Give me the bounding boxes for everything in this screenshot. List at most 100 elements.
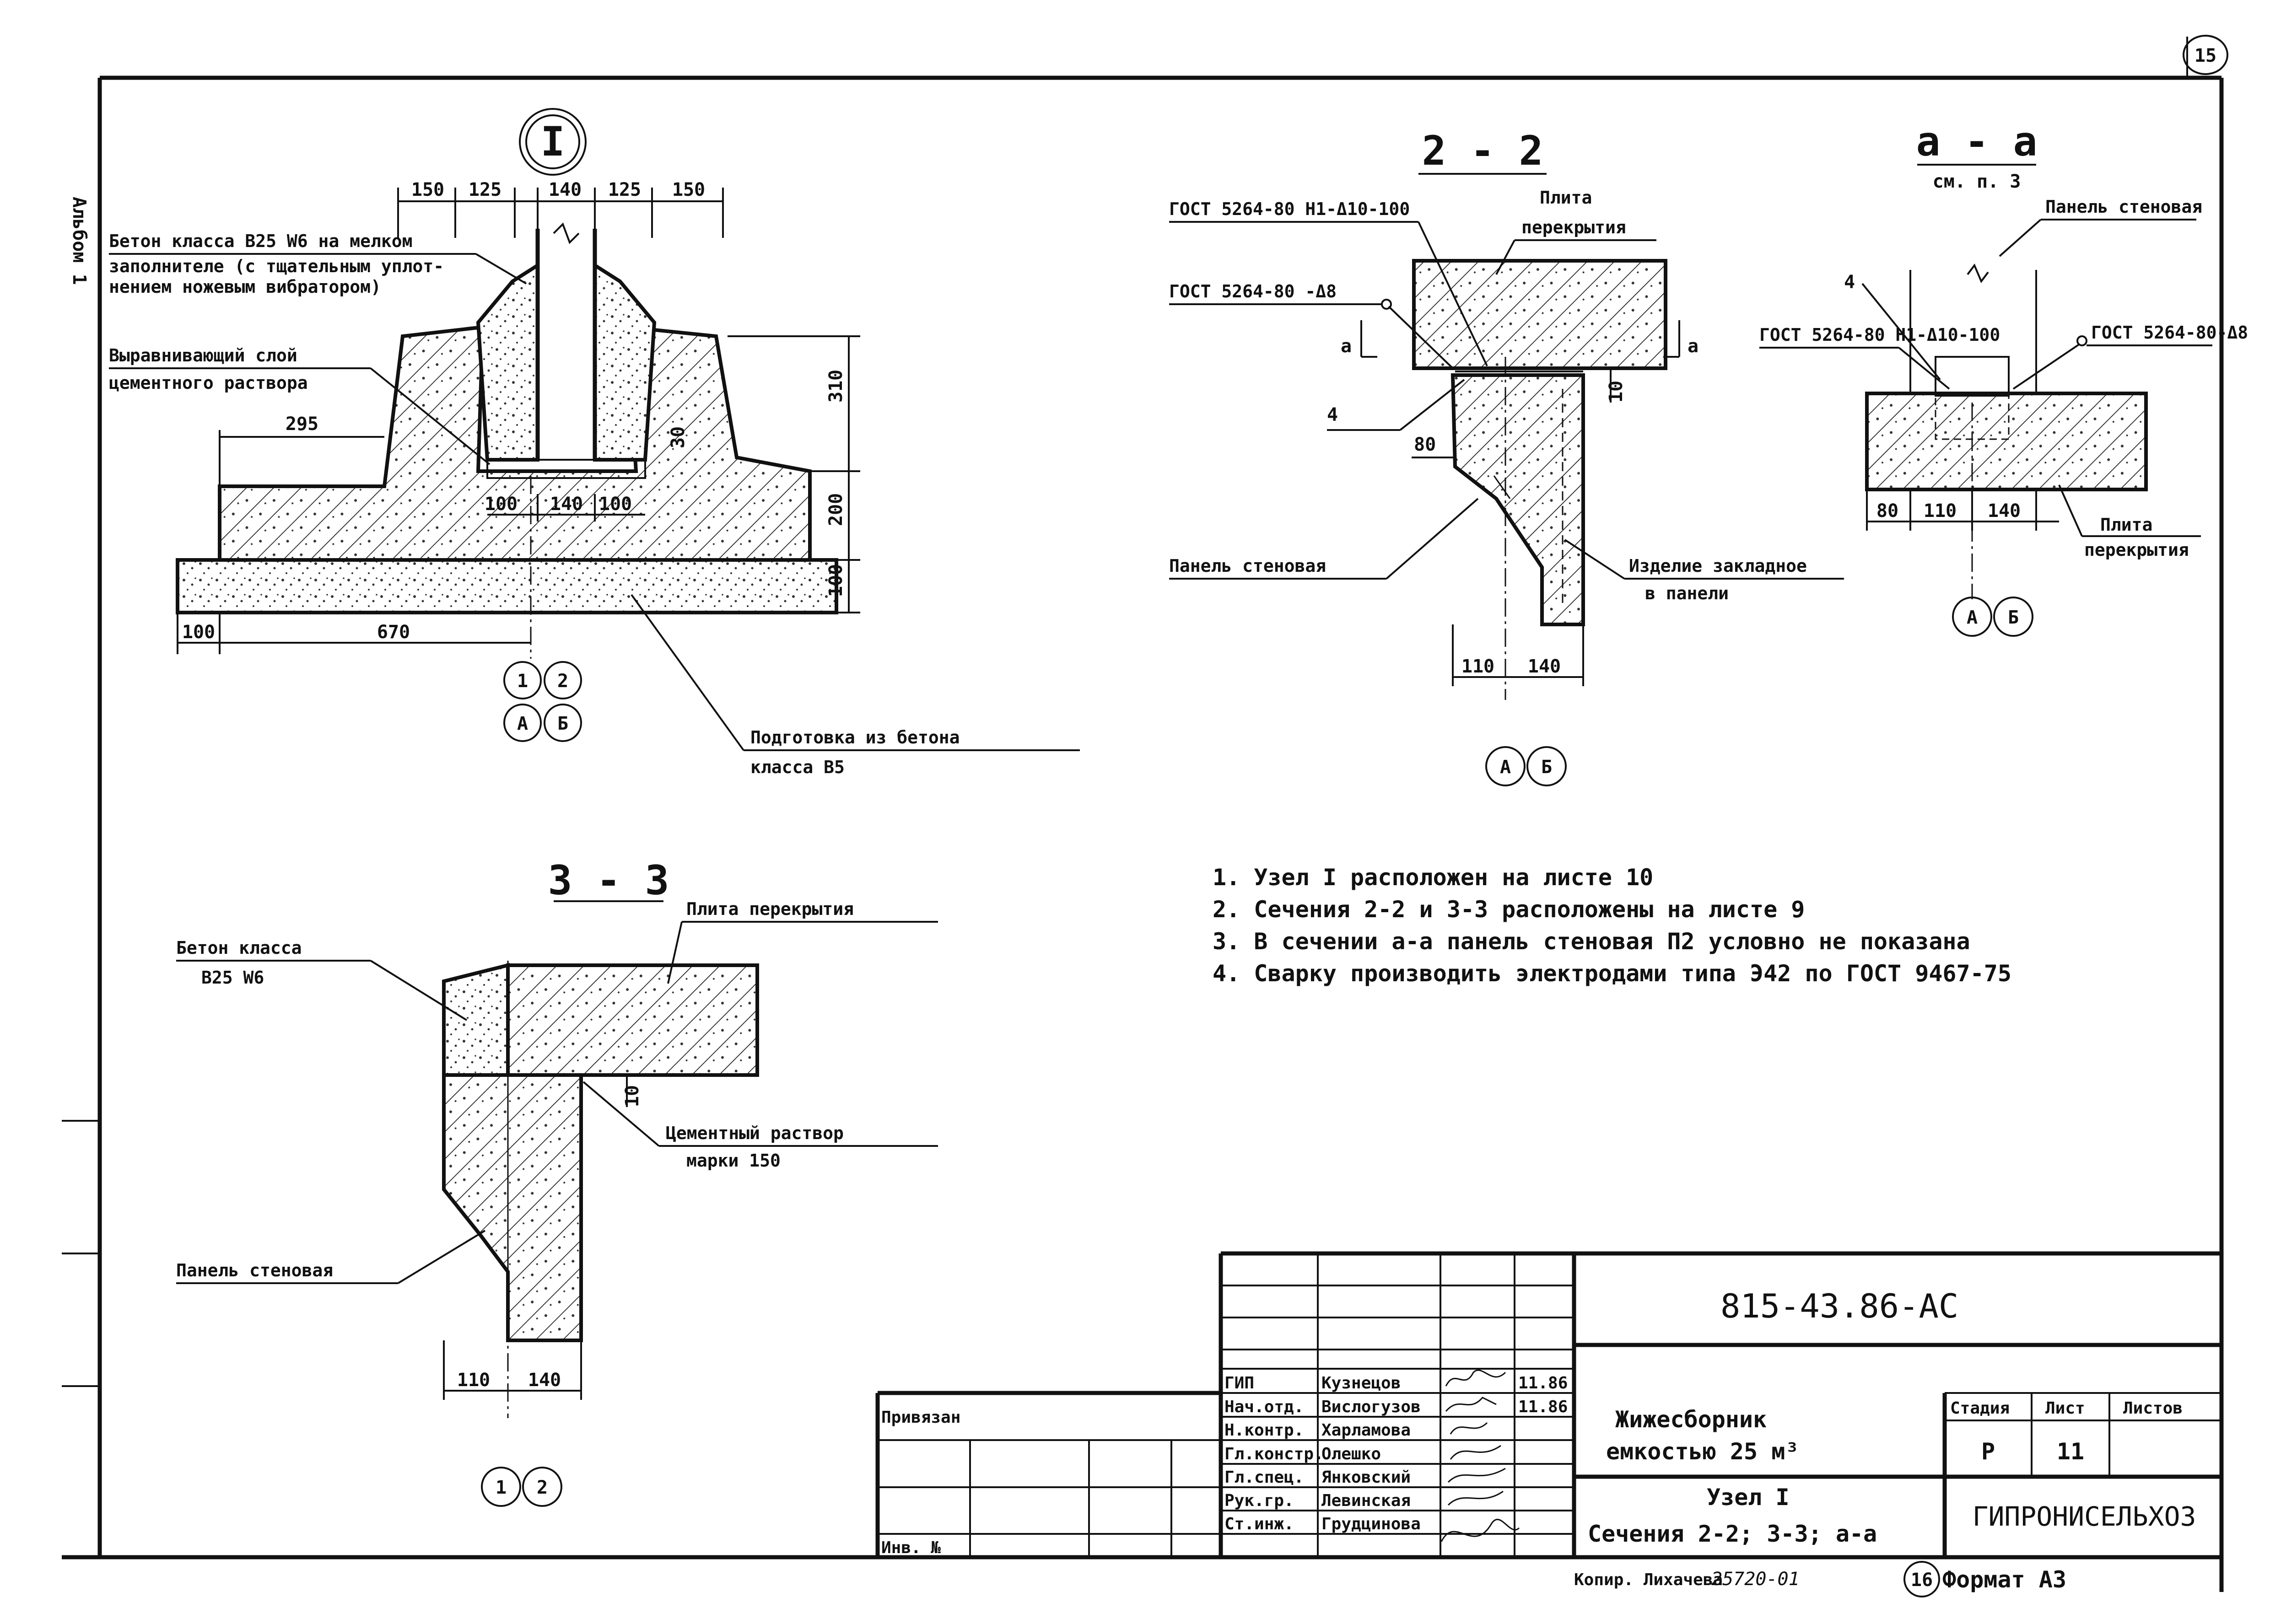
svg-text:11.86: 11.86 <box>1518 1398 1568 1416</box>
svg-text:Лист: Лист <box>2045 1399 2085 1418</box>
svg-text:перекрытия: перекрытия <box>1521 217 1626 237</box>
svg-text:110: 110 <box>457 1370 490 1391</box>
svg-text:заполнителе (с тщательным упло: заполнителе (с тщательным уплот- <box>109 256 444 276</box>
organization: ГИПРОНИСЕЛЬХОЗ <box>1973 1501 2196 1532</box>
svg-text:150: 150 <box>672 179 705 200</box>
svg-text:295: 295 <box>286 414 318 435</box>
format-label: Формат А3 <box>1942 1566 2066 1593</box>
svg-text:11.86: 11.86 <box>1518 1374 1568 1393</box>
svg-text:Харламова: Харламова <box>1321 1421 1411 1440</box>
svg-text:310: 310 <box>825 370 847 403</box>
privyazan-label: Привязан <box>881 1408 960 1427</box>
svg-text:А: А <box>1500 757 1511 778</box>
section-3-3-title: 3 - 3 <box>548 857 669 904</box>
svg-text:100: 100 <box>182 622 215 643</box>
svg-text:Панель стеновая: Панель стеновая <box>2045 197 2202 217</box>
node-1-marker: I <box>541 118 565 165</box>
svg-text:30: 30 <box>668 426 689 448</box>
svg-text:Бетон класса В25 W6 на мелком: Бетон класса В25 W6 на мелком <box>109 231 412 251</box>
svg-text:ГОСТ 5264-80 -Δ8: ГОСТ 5264-80 -Δ8 <box>1169 281 1337 301</box>
svg-text:Левинская: Левинская <box>1321 1491 1411 1510</box>
svg-text:16: 16 <box>1911 1570 1933 1591</box>
svg-text:Грудцинова: Грудцинова <box>1321 1515 1421 1533</box>
sheet-frame <box>62 37 2224 1592</box>
svg-text:140: 140 <box>1988 500 2021 522</box>
svg-text:80: 80 <box>1414 434 1436 455</box>
svg-text:Н.контр.: Н.контр. <box>1224 1421 1304 1440</box>
svg-text:В25 W6: В25 W6 <box>201 968 264 988</box>
sheet-title-line2: Сечения 2-2; 3-3; а-а <box>1588 1521 1877 1547</box>
project-name-line1: Жижесборник <box>1615 1406 1767 1433</box>
svg-text:10: 10 <box>1606 381 1627 403</box>
notes: 1. Узел I расположен на листе 10 2. Сече… <box>1213 864 2011 987</box>
section-3-3-drawing: 3 - 3 Плита перекрытия Бетон класса В25 … <box>176 857 938 1507</box>
svg-text:Нач.отд.: Нач.отд. <box>1224 1398 1304 1416</box>
svg-text:Гл.спец.: Гл.спец. <box>1224 1468 1304 1487</box>
note-4: 4. Сварку производить электродами типа Э… <box>1213 960 2011 987</box>
node-1-drawing: I 150 125 140 125 150 100 <box>109 108 1080 777</box>
copy-label: Копир. Лихачева <box>1574 1570 1723 1589</box>
svg-text:80: 80 <box>1876 500 1898 522</box>
svg-text:4: 4 <box>1844 272 1855 293</box>
svg-text:10: 10 <box>622 1085 643 1107</box>
svg-text:1: 1 <box>496 1477 507 1498</box>
svg-text:перекрытия: перекрытия <box>2084 540 2189 560</box>
sheet-title-line1: Узел I <box>1707 1484 1790 1511</box>
drawing-code: 815-43.86-АС <box>1720 1287 1958 1325</box>
svg-text:Выравнивающий слой: Выравнивающий слой <box>109 345 297 366</box>
svg-text:А: А <box>517 713 528 734</box>
svg-text:Олешко: Олешко <box>1321 1445 1381 1463</box>
sheet-number: 11 <box>2057 1438 2084 1465</box>
svg-text:110: 110 <box>1461 656 1494 677</box>
svg-text:4: 4 <box>1327 404 1338 425</box>
svg-text:125: 125 <box>469 179 501 200</box>
svg-text:ГИП: ГИП <box>1224 1374 1254 1393</box>
svg-text:Плита: Плита <box>1540 188 1592 208</box>
svg-text:класса В5: класса В5 <box>750 757 845 777</box>
svg-text:125: 125 <box>608 179 641 200</box>
svg-text:ГОСТ 5264-80-Δ8: ГОСТ 5264-80-Δ8 <box>2091 323 2248 343</box>
svg-text:670: 670 <box>377 622 410 643</box>
svg-text:Гл.констр.: Гл.констр. <box>1224 1445 1324 1463</box>
svg-text:140: 140 <box>549 179 582 200</box>
svg-text:Панель стеновая: Панель стеновая <box>1169 556 1326 576</box>
svg-text:140: 140 <box>1528 656 1561 677</box>
svg-text:15: 15 <box>2195 45 2216 66</box>
svg-text:в панели: в панели <box>1645 583 1729 603</box>
inv-label: Инв. № <box>881 1538 941 1557</box>
svg-text:150: 150 <box>411 179 444 200</box>
svg-text:Панель стеновая: Панель стеновая <box>176 1260 333 1280</box>
svg-text:Цементный раствор: Цементный раствор <box>666 1123 844 1143</box>
svg-text:Плита перекрытия: Плита перекрытия <box>686 899 854 919</box>
svg-text:Плита: Плита <box>2100 515 2152 535</box>
format-number-circle <box>1903 1561 1940 1597</box>
svg-text:110: 110 <box>1924 500 1957 522</box>
signatures <box>1440 1369 1520 1542</box>
svg-text:ГОСТ 5264-80 Н1-Δ10-100: ГОСТ 5264-80 Н1-Δ10-100 <box>1759 325 2000 345</box>
copy-number: 25720-01 <box>1711 1569 1800 1590</box>
svg-text:Ст.инж.: Ст.инж. <box>1224 1515 1294 1533</box>
svg-text:2: 2 <box>537 1477 548 1498</box>
svg-text:Рук.гр.: Рук.гр. <box>1224 1491 1294 1510</box>
section-2-2-title: 2 - 2 <box>1422 127 1543 174</box>
svg-text:Листов: Листов <box>2123 1399 2183 1418</box>
svg-text:1: 1 <box>517 671 528 692</box>
section-aa-drawing: а - а см. п. 3 Панель стеновая 4 ГОСТ 52… <box>1759 118 2248 637</box>
svg-text:Изделие закладное: Изделие закладное <box>1629 556 1807 576</box>
svg-text:200: 200 <box>825 493 847 526</box>
svg-text:Янковский: Янковский <box>1321 1468 1411 1487</box>
svg-text:А: А <box>1967 607 1978 628</box>
svg-text:см. п. 3: см. п. 3 <box>1933 171 2021 192</box>
note-3: 3. В сечении а-а панель стеновая П2 усло… <box>1213 928 1970 955</box>
svg-text:Вислогузов: Вислогузов <box>1321 1398 1421 1416</box>
svg-text:а: а <box>1688 336 1698 357</box>
svg-text:140: 140 <box>528 1370 561 1391</box>
section-aa-title: а - а <box>1916 118 2038 165</box>
note-2: 2. Сечения 2-2 и 3-3 расположены на лист… <box>1213 896 1805 923</box>
svg-text:2: 2 <box>557 671 568 692</box>
note-1: 1. Узел I расположен на листе 10 <box>1213 864 1653 891</box>
svg-text:Подготовка из бетона: Подготовка из бетона <box>750 727 960 747</box>
svg-text:100: 100 <box>825 564 847 597</box>
page-number-badge: 15 <box>2183 35 2228 75</box>
